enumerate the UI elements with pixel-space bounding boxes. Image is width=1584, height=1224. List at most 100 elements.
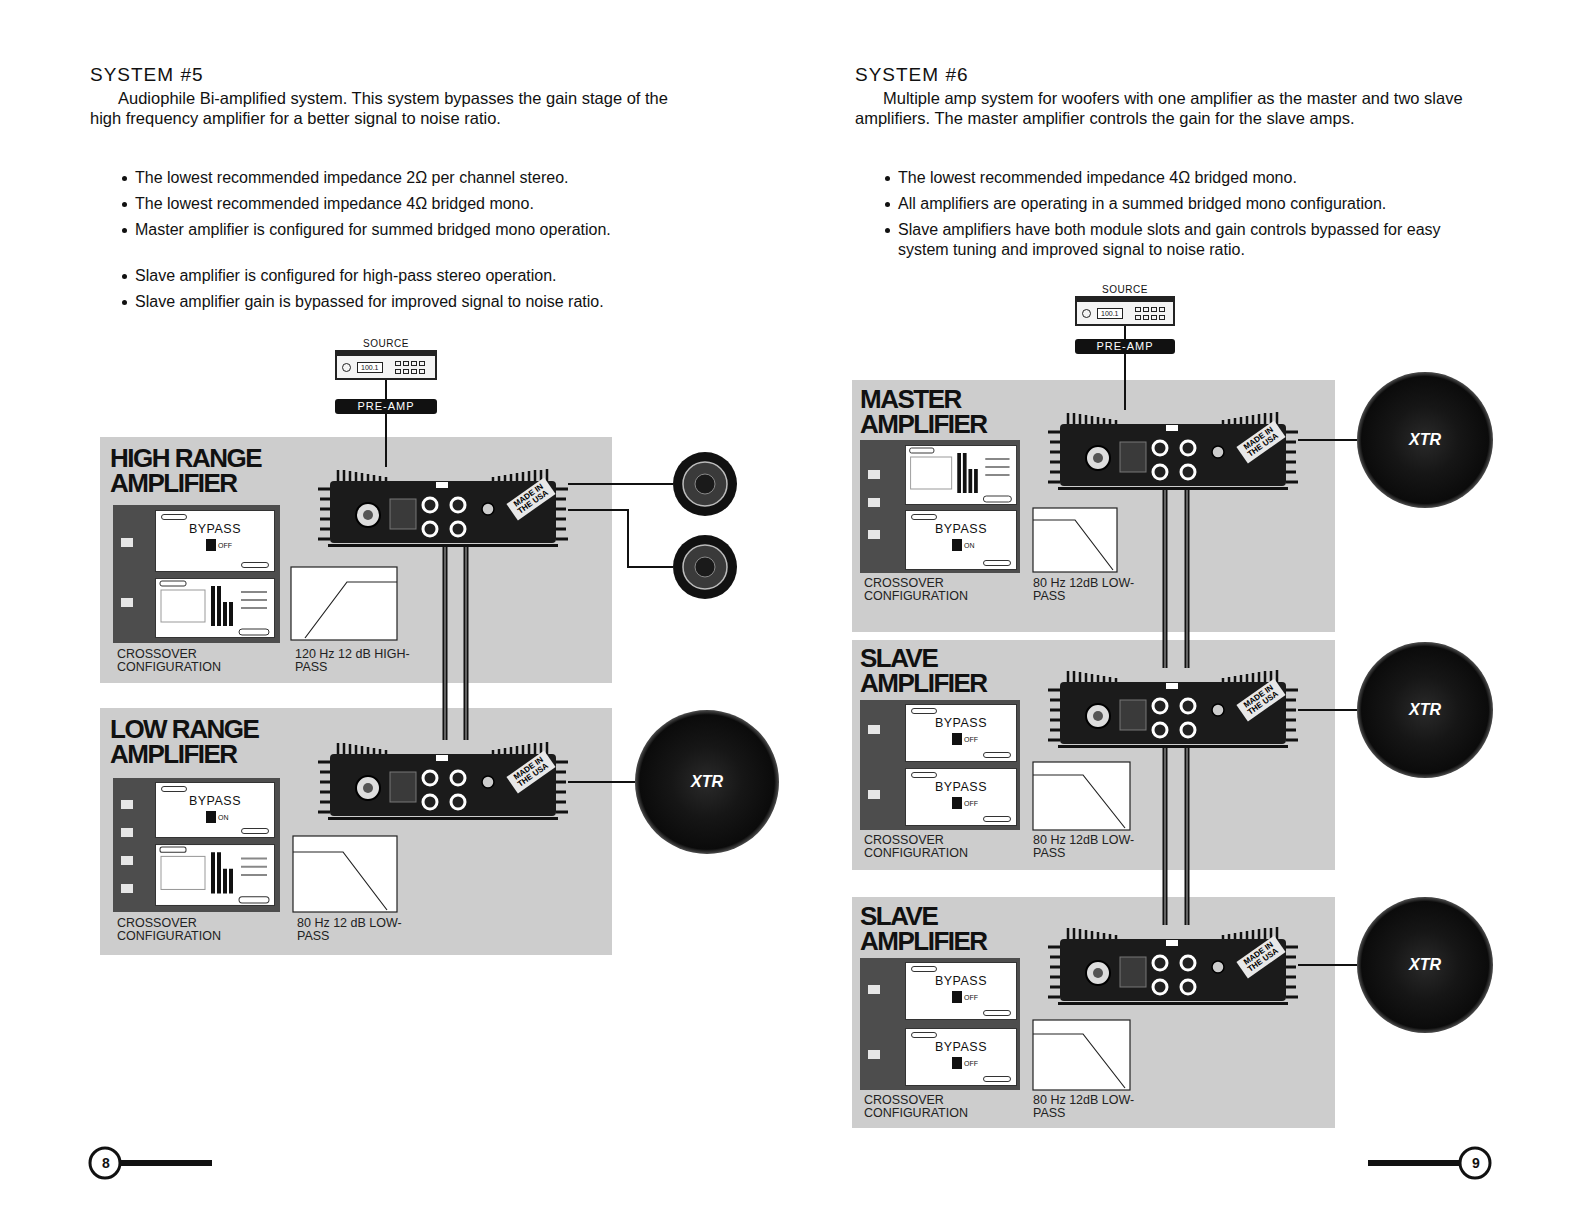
head-unit-button bbox=[403, 369, 409, 374]
cable-line bbox=[385, 380, 387, 399]
bullet-note: All amplifiers are operating in a summed… bbox=[898, 194, 1468, 214]
filter-spec-wrap: 80 Hz 12dB LOW-PASS bbox=[1033, 1094, 1153, 1120]
text-wrap: SYSTEM #6 bbox=[855, 64, 1455, 86]
switch-state-wrap: OFF bbox=[964, 799, 994, 808]
filter-spec: 80 Hz 12dB LOW-PASS bbox=[1033, 834, 1153, 860]
bypass-card: BYPASSOFF bbox=[155, 510, 275, 572]
bullet-note: The lowest recommended impedance 2Ω per … bbox=[135, 168, 685, 188]
crossover-label: CROSSOVER CONFIGURATION bbox=[864, 577, 1034, 603]
text-wrap: Slave amplifier gain is bypassed for imp… bbox=[135, 292, 685, 312]
bullet-note: The lowest recommended impedance 4Ω brid… bbox=[898, 168, 1468, 188]
bypass-wrap: BYPASS bbox=[906, 1040, 1016, 1054]
text-wrap: Audiophile Bi-amplified system. This sys… bbox=[90, 88, 682, 128]
rca-cable bbox=[1187, 490, 1188, 668]
head-unit-button bbox=[1143, 307, 1149, 312]
head-unit-knob bbox=[342, 363, 351, 372]
switch-state-wrap: OFF bbox=[964, 735, 994, 744]
page-number: 8 bbox=[91, 1154, 121, 1172]
crossover-label: CROSSOVER CONFIGURATION bbox=[864, 1094, 1034, 1120]
signal-wire bbox=[1298, 710, 1357, 711]
text-wrap: SYSTEM #5 bbox=[90, 64, 690, 86]
chip-mark bbox=[983, 1010, 1011, 1016]
amplifier-drawing bbox=[1048, 670, 1298, 748]
bypass-wrap: BYPASS bbox=[156, 794, 274, 808]
bypass-card: BYPASSON bbox=[155, 782, 275, 838]
head-unit-button bbox=[1151, 315, 1157, 320]
display-readout: 100.1 bbox=[1101, 309, 1119, 318]
switch-state-wrap: ON bbox=[964, 541, 994, 550]
crossover-label: CROSSOVER CONFIGURATION bbox=[117, 917, 287, 943]
filter-graphs bbox=[291, 508, 1130, 1090]
switch-state: ON bbox=[964, 541, 994, 550]
amplifier-panel: MASTER AMPLIFIERCROSSOVER CONFIGURATION8… bbox=[852, 380, 1335, 632]
bypass-wrap: BYPASS bbox=[156, 522, 274, 536]
cable-line bbox=[1185, 748, 1190, 925]
bypass-label: BYPASS bbox=[906, 716, 1016, 730]
badge-wrap: MADE IN THE USA bbox=[1238, 690, 1284, 710]
switch-symbol bbox=[952, 991, 962, 1003]
chip-mark bbox=[911, 772, 937, 778]
head-unit-button bbox=[395, 361, 401, 366]
cable-core bbox=[444, 547, 445, 740]
rca-cable bbox=[1165, 748, 1166, 925]
title-wrap: SLAVE AMPLIFIER bbox=[860, 646, 1010, 696]
head-unit: 100.1 bbox=[335, 350, 437, 380]
cable-line bbox=[1298, 964, 1357, 966]
chip-mark bbox=[241, 828, 269, 834]
cable-core bbox=[1186, 748, 1187, 925]
head-unit-display: 100.1 bbox=[1097, 308, 1123, 319]
head-unit-button bbox=[1135, 315, 1141, 320]
chip-mark bbox=[983, 560, 1011, 566]
amplifier-title: SLAVE AMPLIFIER bbox=[860, 904, 1010, 954]
chip-mark bbox=[983, 816, 1011, 822]
text-wrap: The lowest recommended impedance 4Ω brid… bbox=[898, 168, 1468, 188]
bypass-card: BYPASS OFF bbox=[905, 704, 1017, 762]
rca-cable bbox=[1165, 490, 1166, 668]
badge-wrap: MADE IN THE USA bbox=[1238, 947, 1284, 967]
head-unit-knob bbox=[1082, 309, 1091, 318]
title-wrap: SLAVE AMPLIFIER bbox=[860, 904, 1010, 954]
system-description: Audiophile Bi-amplified system. This sys… bbox=[90, 88, 682, 128]
signal-wire bbox=[1125, 326, 1126, 339]
made-in-usa-badge: MADE IN THE USA bbox=[1236, 421, 1285, 464]
bypass-label: BYPASS bbox=[906, 974, 1016, 988]
cable-core bbox=[1164, 490, 1165, 668]
display-readout: 100.1 bbox=[361, 363, 379, 372]
amplifier-panel: HIGH RANGE AMPLIFIER CROSSOVER CONFIGURAT… bbox=[100, 437, 612, 683]
head-unit-button bbox=[411, 361, 417, 366]
bullet-note: The lowest recommended impedance 4Ω brid… bbox=[135, 194, 685, 214]
chip-mark bbox=[983, 1076, 1011, 1082]
head-unit-strip bbox=[337, 352, 435, 356]
cable-line bbox=[1124, 326, 1126, 339]
page-number-marks bbox=[90, 1148, 1490, 1178]
bypass-label: BYPASS bbox=[906, 1040, 1016, 1054]
source-label: SOURCE bbox=[335, 338, 437, 349]
filter-spec-wrap: 80 Hz 12dB LOW-PASS bbox=[1033, 577, 1153, 603]
bypass-card: BYPASSOFF bbox=[905, 1028, 1017, 1086]
bypass-card: BYPASS OFF bbox=[905, 962, 1017, 1020]
bypass-wrap: BYPASS bbox=[906, 780, 1016, 794]
head-unit-strip bbox=[1077, 298, 1173, 302]
amplifier-title: HIGH RANGE AMPLIFIER bbox=[110, 446, 300, 496]
head-unit-display: 100.1 bbox=[357, 362, 383, 373]
signal-wire bbox=[1298, 965, 1357, 966]
crossover-label-wrap: CROSSOVER CONFIGURATION bbox=[117, 917, 287, 943]
system-heading: SYSTEM #5 bbox=[90, 64, 690, 86]
badge-wrap: MADE IN THE USA bbox=[508, 762, 554, 782]
switch-symbol bbox=[206, 539, 216, 551]
switch-state: OFF bbox=[964, 993, 994, 1002]
amplifier-drawing bbox=[1048, 927, 1298, 1005]
text-wrap: 8 bbox=[91, 1154, 121, 1172]
system-description: Multiple amp system for woofers with one… bbox=[855, 88, 1485, 128]
signal-wire bbox=[1298, 440, 1357, 441]
head-unit-button bbox=[1135, 307, 1141, 312]
crossover-label: CROSSOVER CONFIGURATION bbox=[117, 648, 287, 674]
chip-mark bbox=[911, 708, 937, 714]
chip-mark bbox=[161, 786, 187, 792]
bypass-wrap: BYPASS bbox=[906, 974, 1016, 988]
switch-symbol bbox=[206, 811, 216, 823]
head-unit-button bbox=[1143, 315, 1149, 320]
signal-wire bbox=[386, 380, 387, 399]
woofer: XTR bbox=[1357, 642, 1493, 778]
cable-line bbox=[1163, 490, 1168, 668]
